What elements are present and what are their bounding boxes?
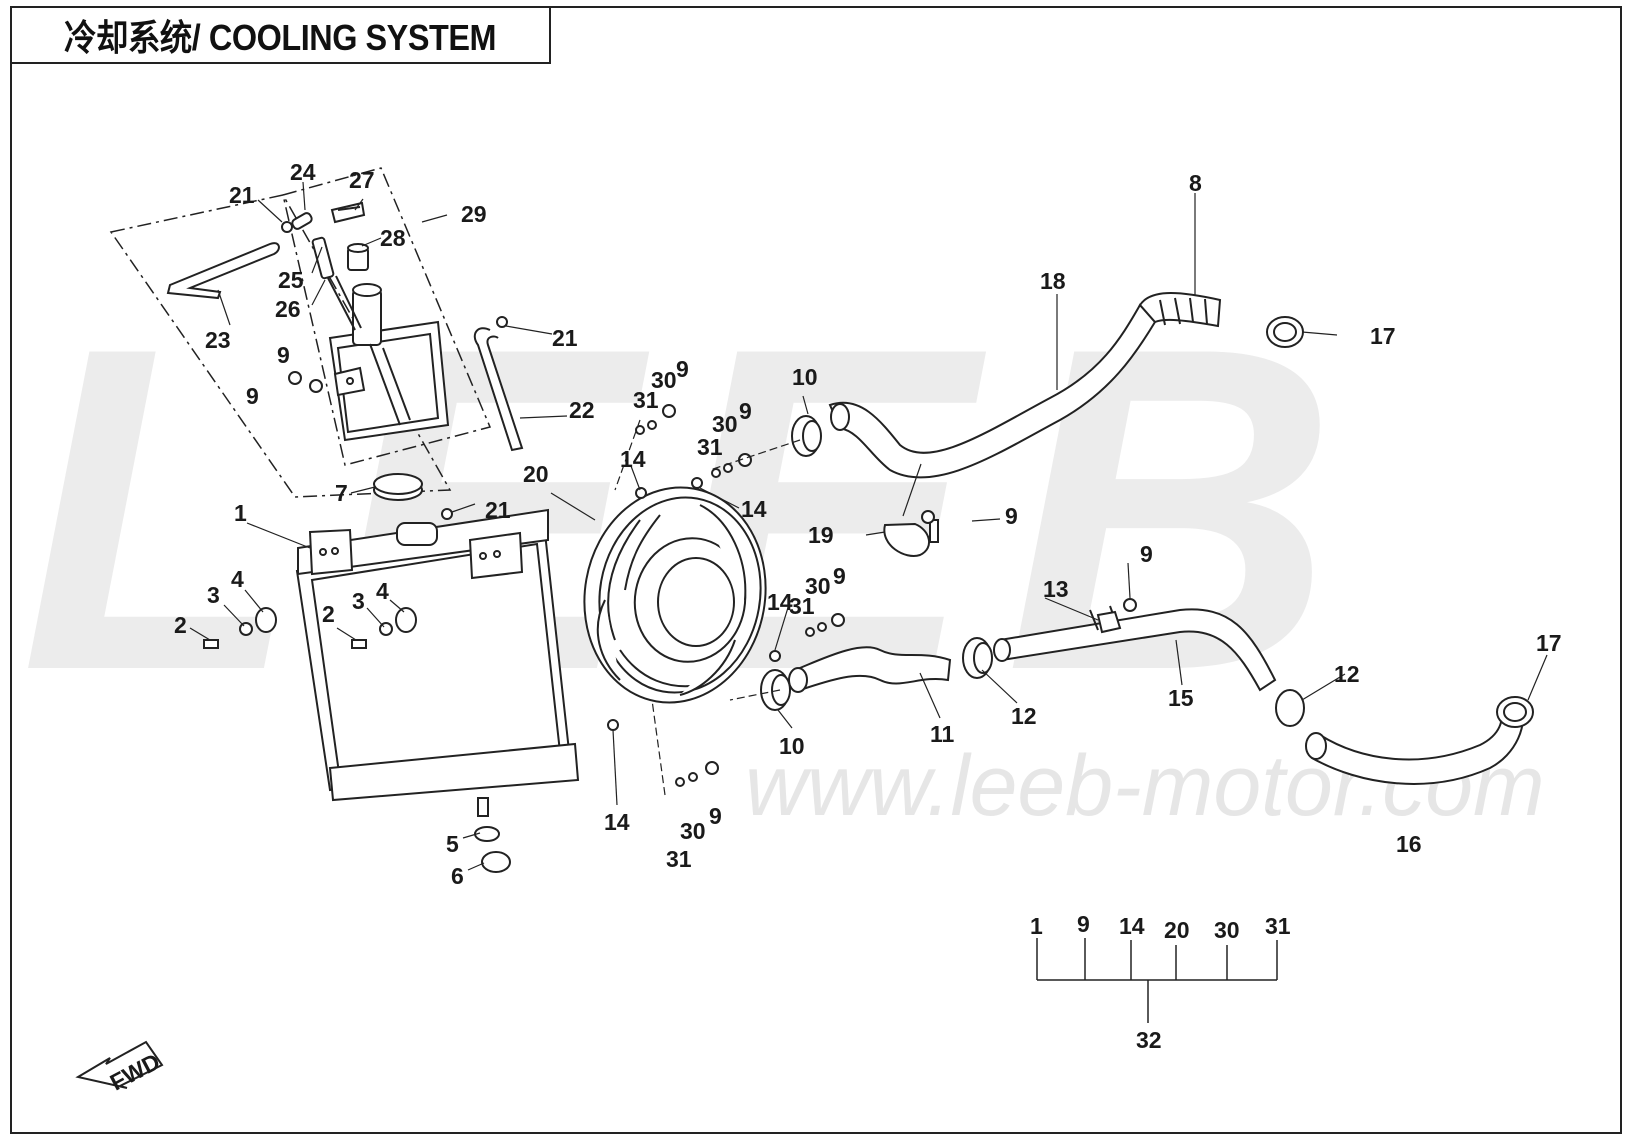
radiator-cap: [373, 473, 423, 501]
callout-9: 9: [1005, 503, 1018, 529]
callout-17: 17: [1536, 630, 1562, 656]
callout-14: 14: [604, 809, 630, 835]
callout-13: 13: [1043, 576, 1069, 602]
clamp-12-left: [962, 637, 993, 679]
callout-21: 21: [485, 497, 511, 523]
kit-item: 20: [1164, 917, 1190, 943]
callout-4: 4: [231, 566, 244, 592]
callout-7: 7: [335, 480, 348, 506]
callout-19: 19: [808, 522, 834, 548]
fwd-arrow-icon: [75, 1040, 164, 1089]
hose-clips-21: [281, 221, 508, 520]
kit-item: 31: [1265, 913, 1291, 939]
drawing-frame: [10, 6, 1622, 1134]
overflow-hose-22: [473, 327, 524, 452]
kit-item: 14: [1119, 913, 1145, 939]
bottle-bracket-strap: [330, 201, 366, 224]
clamp-10-lower: [760, 669, 791, 711]
callout-9: 9: [1140, 541, 1153, 567]
callout-4: 4: [376, 578, 389, 604]
callout-21: 21: [229, 182, 255, 208]
callout-14: 14: [767, 589, 793, 615]
callout-31: 31: [789, 593, 815, 619]
callout-20: 20: [523, 461, 549, 487]
clamp-17-lower: [1496, 696, 1534, 728]
callout-21: 21: [552, 325, 578, 351]
callout-1: 1: [234, 500, 247, 526]
callout-15: 15: [1168, 685, 1194, 711]
callout-5: 5: [446, 831, 459, 857]
bracket-13: [1096, 610, 1122, 634]
callout-31: 31: [666, 846, 692, 872]
kit-item: 9: [1077, 911, 1090, 937]
callout-3: 3: [352, 588, 365, 614]
page-title: 冷却系统/ COOLING SYSTEM: [64, 17, 497, 58]
callout-31: 31: [633, 387, 659, 413]
callout-24: 24: [290, 159, 316, 185]
callout-26: 26: [275, 296, 301, 322]
watermark-url: www.leeb-motor.com: [745, 738, 1545, 834]
kit-group: 1 9 14 20 30 31 32: [1030, 911, 1291, 1053]
callout-18: 18: [1040, 268, 1066, 294]
callout-22: 22: [569, 397, 595, 423]
callout-9: 9: [709, 803, 722, 829]
callout-30: 30: [805, 573, 831, 599]
callout-9: 9: [833, 563, 846, 589]
callout-9: 9: [277, 342, 290, 368]
callout-14: 14: [620, 446, 646, 472]
callout-10: 10: [792, 364, 818, 390]
callout-6: 6: [451, 863, 464, 889]
kit-item: 1: [1030, 913, 1043, 939]
callout-9: 9: [246, 383, 259, 409]
callout-17: 17: [1370, 323, 1396, 349]
callout-10: 10: [779, 733, 805, 759]
kit-item: 30: [1214, 917, 1240, 943]
callout-30: 30: [651, 367, 677, 393]
callout-2: 2: [174, 612, 187, 638]
callout-16: 16: [1396, 831, 1422, 857]
callout-9: 9: [676, 356, 689, 382]
kit-bracket: [1036, 938, 1278, 1023]
mounting-hardware: [203, 371, 1137, 873]
callout-31: 31: [697, 434, 723, 460]
callout-12: 12: [1334, 661, 1360, 687]
callout-23: 23: [205, 327, 231, 353]
callout-labels: 1 2 2 3 3 4 4 5 6 7 8 9 9 9 9 9 9 9 9 9 …: [174, 159, 1562, 889]
callout-12: 12: [1011, 703, 1037, 729]
title-box: 冷却系统/ COOLING SYSTEM: [10, 6, 551, 64]
cooling-fan: [583, 486, 767, 704]
callout-30: 30: [712, 411, 738, 437]
clamp-17-upper: [1266, 316, 1304, 348]
callout-29: 29: [461, 201, 487, 227]
callout-27: 27: [349, 167, 375, 193]
callout-30: 30: [680, 818, 706, 844]
callout-25: 25: [278, 267, 304, 293]
callout-2: 2: [322, 601, 335, 627]
kit-total: 32: [1136, 1027, 1162, 1053]
hose-8: [1138, 292, 1222, 328]
callout-11: 11: [930, 721, 955, 747]
hose-11: [788, 646, 952, 693]
overflow-bottle: [328, 283, 450, 442]
clamp-10-upper: [791, 415, 822, 457]
callout-9: 9: [739, 398, 752, 424]
clamp-12-right: [1275, 689, 1305, 727]
clamp-19: [883, 519, 939, 557]
bottle-cap: [347, 243, 369, 271]
radiator: [295, 508, 580, 817]
callout-3: 3: [207, 582, 220, 608]
leader-lines: [189, 181, 1548, 871]
callout-14: 14: [741, 496, 767, 522]
callout-8: 8: [1189, 170, 1202, 196]
callout-28: 28: [380, 225, 406, 251]
overflow-bottle-group-box: [109, 167, 492, 498]
